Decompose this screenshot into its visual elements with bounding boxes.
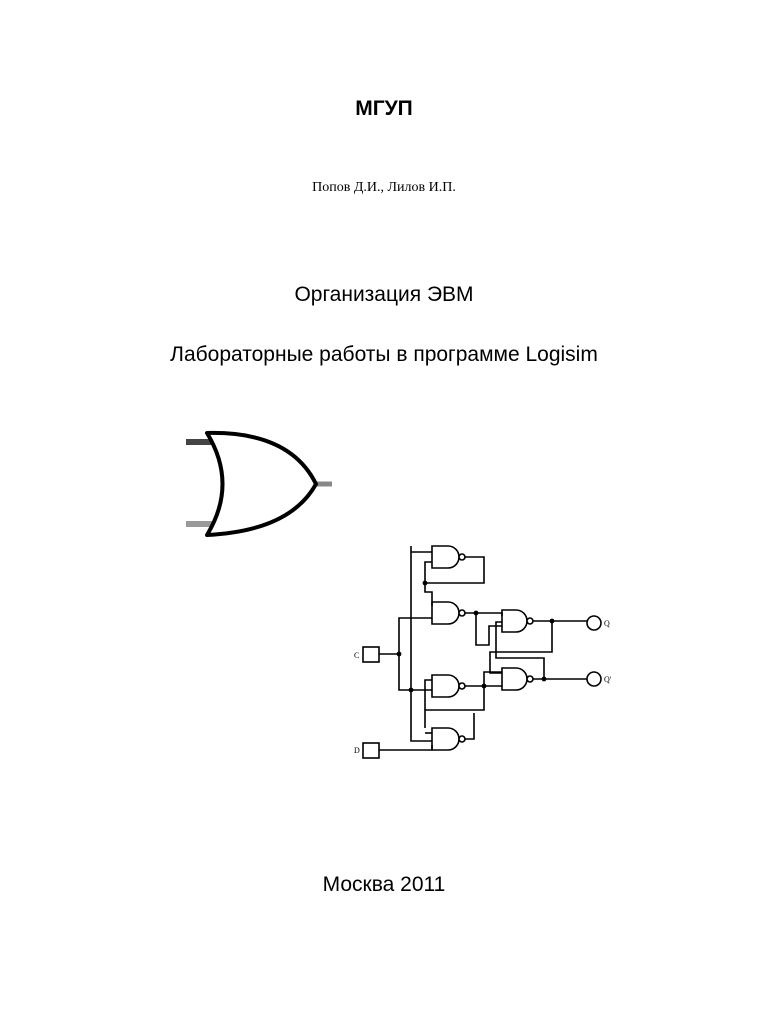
output-label-qbar: Q' [604,675,612,684]
nand-gate [501,609,528,633]
nand-gate [431,545,460,569]
authors: Попов Д.И., Лилов И.П. [312,180,456,195]
input-label-c: C [354,651,359,660]
d-latch-circuit: C D Q Q' [354,545,612,759]
output-pin-q [586,615,602,631]
publisher-name: МГУП [355,97,413,120]
nand-gate [431,727,460,751]
output-pin-qbar [586,671,602,687]
input-pin-d [362,742,380,759]
input-label-d: D [354,746,360,755]
nand-gate [431,601,460,625]
course-title: Организация ЭВМ [294,283,474,306]
city-and-year: Москва 2011 [322,873,446,896]
nand-gate [501,667,528,691]
input-pin-c [362,646,380,663]
output-label-q: Q [604,619,610,628]
or-gate-icon [186,430,332,537]
nand-gate [431,674,460,698]
document-subtitle: Лабораторные работы в программе Logisim [170,343,598,366]
